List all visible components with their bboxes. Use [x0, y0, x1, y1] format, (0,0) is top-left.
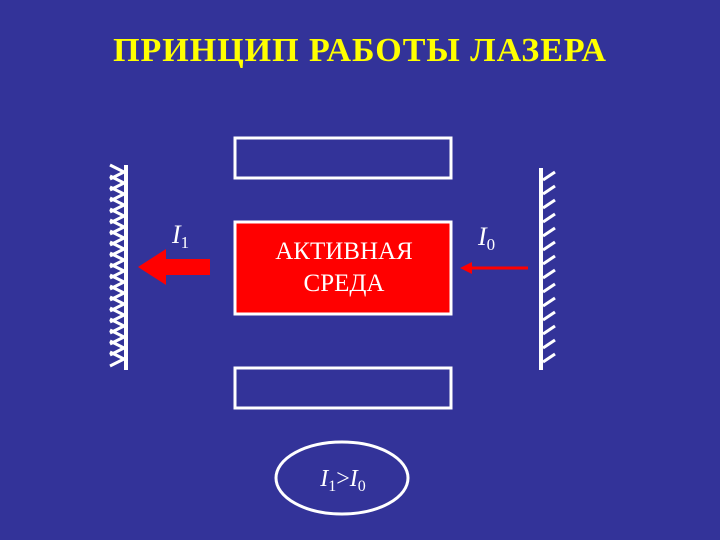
mirror-hatch-mark	[109, 258, 125, 269]
upper-pump-box	[233, 136, 453, 180]
mirror-hatch-mark	[542, 170, 556, 182]
mirror-hatch-mark	[109, 192, 125, 203]
mirror-hatch-mark	[109, 163, 125, 174]
mirror-hatch-mark	[542, 268, 556, 280]
mirror-hatch-mark	[109, 247, 125, 258]
active-medium-box	[233, 220, 453, 316]
condition-label: I1>I0	[320, 466, 366, 495]
mirror-hatch-mark	[542, 184, 556, 196]
mirror-hatch-mark	[542, 240, 556, 252]
mirror-hatch-mark	[109, 280, 125, 291]
mirror-hatch-mark	[109, 291, 125, 302]
mirror-hatch-mark	[109, 214, 125, 225]
left-intensity-label: I1	[172, 220, 190, 252]
mirror-hatch-mark	[542, 310, 556, 322]
active-medium-label: АКТИВНАЯ СРЕДА	[275, 238, 413, 297]
lower-pump-box	[233, 366, 453, 410]
mirror-hatch-mark	[542, 324, 556, 336]
mirror-hatch-mark	[109, 269, 125, 280]
right-input-arrow-icon	[460, 262, 528, 274]
mirror-hatch-mark	[542, 226, 556, 238]
left-output-arrow-icon	[138, 249, 210, 285]
mirror-hatch-mark	[542, 296, 556, 308]
mirror-hatch-mark	[542, 254, 556, 266]
mirror-hatch-mark	[109, 181, 125, 192]
mirror-hatch-mark	[542, 352, 556, 364]
mirror-hatch-mark	[542, 198, 556, 210]
mirror-hatch-mark	[109, 324, 125, 335]
mirror-hatch-mark	[109, 313, 125, 324]
mirror-hatch-mark	[542, 338, 556, 350]
mirror-hatch-mark	[109, 346, 125, 357]
page-title: ПРИНЦИП РАБОТЫ ЛАЗЕРА	[113, 32, 607, 69]
mirror-hatch-mark	[542, 212, 556, 224]
left-mirror-icon	[109, 163, 128, 370]
mirror-hatch-mark	[109, 203, 125, 214]
mirror-hatch-mark	[109, 225, 125, 236]
mirror-hatch-mark	[109, 236, 125, 247]
mirror-hatch-mark	[109, 335, 125, 346]
mirror-hatch-mark	[109, 302, 125, 313]
right-mirror-icon	[539, 168, 556, 370]
right-intensity-label: I0	[478, 222, 496, 254]
mirror-hatch-mark	[542, 282, 556, 294]
condition-ellipse	[274, 440, 410, 516]
mirror-hatch-mark	[109, 170, 125, 181]
mirror-hatch-mark	[109, 357, 125, 368]
